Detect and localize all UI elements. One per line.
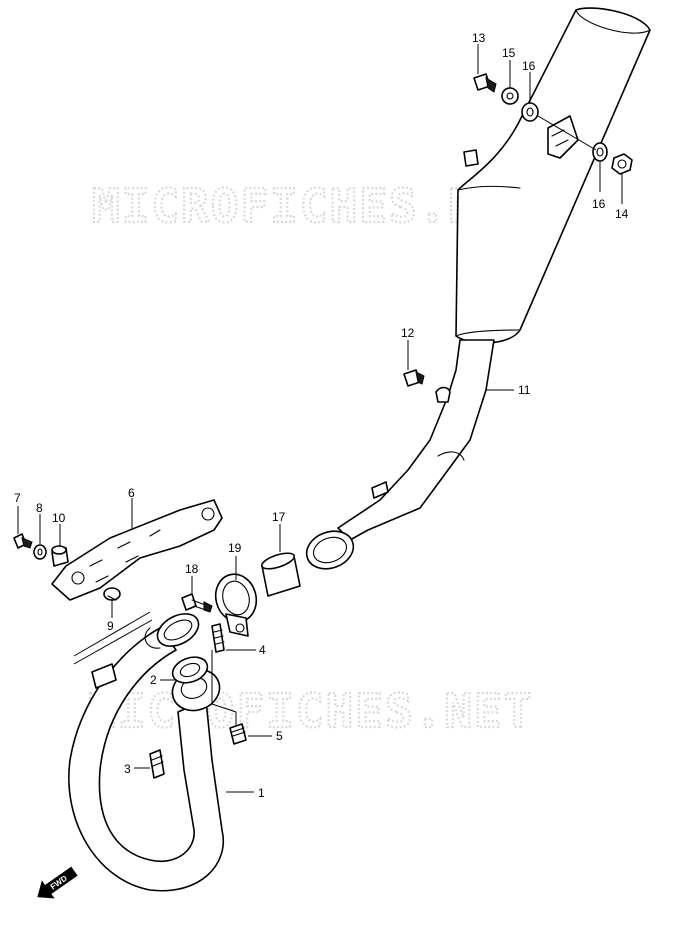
callout-7: 7 xyxy=(14,491,21,505)
callout-16-top: 16 xyxy=(522,59,536,73)
nut-14 xyxy=(611,153,633,175)
callout-14: 14 xyxy=(615,207,629,221)
washer-15 xyxy=(501,87,519,105)
bolt-13 xyxy=(473,73,497,93)
callout-16-right: 16 xyxy=(592,197,606,211)
bolt-12 xyxy=(403,369,425,387)
bolt-7 xyxy=(13,533,33,549)
callout-18: 18 xyxy=(185,562,199,576)
stud-3 xyxy=(149,749,165,779)
callout-8: 8 xyxy=(36,501,43,515)
callout-2: 2 xyxy=(150,673,157,687)
callout-1: 1 xyxy=(258,786,265,800)
washer-8 xyxy=(33,544,47,560)
watermark-bottom: MICROFICHES.NET xyxy=(88,684,533,738)
bolt-9 xyxy=(103,587,121,601)
gasket-17 xyxy=(260,552,301,597)
callout-12: 12 xyxy=(401,326,415,340)
fwd-arrow-icon: FWD xyxy=(37,866,78,899)
callout-15: 15 xyxy=(502,46,516,60)
bracket-6 xyxy=(51,499,223,601)
callout-17: 17 xyxy=(272,510,286,524)
stud-4 xyxy=(211,623,225,653)
callout-9: 9 xyxy=(107,619,114,633)
callout-11: 11 xyxy=(518,383,531,397)
collar-10 xyxy=(51,545,69,567)
leader-lines xyxy=(17,44,623,793)
callout-19: 19 xyxy=(228,541,242,555)
washer-16-right xyxy=(592,142,608,162)
gasket-2 xyxy=(171,656,209,684)
callout-5: 5 xyxy=(276,729,283,743)
callout-6: 6 xyxy=(128,486,135,500)
callout-13: 13 xyxy=(472,31,486,45)
nut-5 xyxy=(229,723,247,745)
exhaust-pipe-1 xyxy=(68,613,225,892)
callout-3: 3 xyxy=(124,762,131,776)
callout-4: 4 xyxy=(259,643,266,657)
callout-10: 10 xyxy=(52,511,66,525)
muffler xyxy=(305,7,651,570)
clamp-19 xyxy=(214,573,258,637)
washer-16-top xyxy=(521,102,539,122)
bolt-18 xyxy=(181,593,213,613)
